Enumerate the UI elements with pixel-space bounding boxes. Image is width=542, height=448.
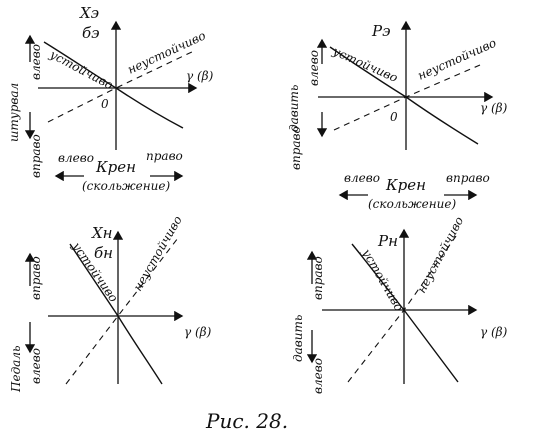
y-label-top: Xн xyxy=(91,224,113,242)
bottom-sub: (скольжение) xyxy=(368,197,456,211)
unstable-label: неустойчиво xyxy=(414,214,466,295)
side-top: влево xyxy=(29,44,43,80)
unstable-line xyxy=(347,235,457,383)
bottom-sub: (скольжение) xyxy=(82,179,170,193)
bottom-right: право xyxy=(146,149,183,163)
side-bottom: влево xyxy=(29,348,43,384)
y-label-top: Xэ xyxy=(79,4,99,22)
unstable-line xyxy=(47,49,197,123)
side-word: давить xyxy=(287,85,301,132)
bottom-center: Крен xyxy=(95,158,136,176)
stable-label: устойчиво xyxy=(47,47,116,92)
stable-curve xyxy=(69,243,163,385)
stable-label: устойчиво xyxy=(359,246,406,314)
y-label-top: Pн xyxy=(377,232,398,250)
side-bottom: влево xyxy=(311,358,325,394)
side-word: штурвал xyxy=(7,83,21,142)
unstable-line xyxy=(333,64,481,131)
panel-a: Xэ бэ γ (β) устойчиво неустойчиво 0 штур… xyxy=(7,4,214,193)
side-word: давить xyxy=(291,315,305,362)
x-label: γ (β) xyxy=(186,69,214,83)
panel-c: Xн бн γ (β) устойчиво неустойчиво Педаль… xyxy=(9,213,212,393)
side-top: вправо xyxy=(311,256,325,300)
y-label-bottom: бэ xyxy=(82,24,100,42)
side-bottom: вправо xyxy=(289,126,303,170)
side-top: влево xyxy=(307,50,321,86)
panel-b: Pэ γ (β) устойчиво неустойчиво 0 давить … xyxy=(287,20,508,211)
side-bottom: вправо xyxy=(29,134,43,178)
y-label-bottom: бн xyxy=(94,244,113,262)
unstable-label: неустойчиво xyxy=(130,213,184,293)
x-label: γ (β) xyxy=(480,325,508,339)
bottom-left: влево xyxy=(58,151,94,165)
bottom-center: Крен xyxy=(385,176,426,194)
origin-label: 0 xyxy=(390,110,398,124)
side-word: Педаль xyxy=(9,346,23,394)
bottom-left: влево xyxy=(344,171,380,185)
y-label-top: Pэ xyxy=(371,22,391,40)
stable-label: устойчиво xyxy=(330,44,400,85)
figure-caption: Рис. 28. xyxy=(205,409,288,433)
unstable-label: неустойчиво xyxy=(416,36,499,83)
panel-d: Pн γ (β) устойчиво неустойчиво давить вп… xyxy=(291,214,508,394)
x-label: γ (β) xyxy=(480,101,508,115)
x-label: γ (β) xyxy=(184,325,212,339)
stable-curve xyxy=(43,41,184,129)
side-top: вправо xyxy=(29,256,43,300)
origin-label: 0 xyxy=(101,97,109,111)
bottom-right: вправо xyxy=(446,171,490,185)
